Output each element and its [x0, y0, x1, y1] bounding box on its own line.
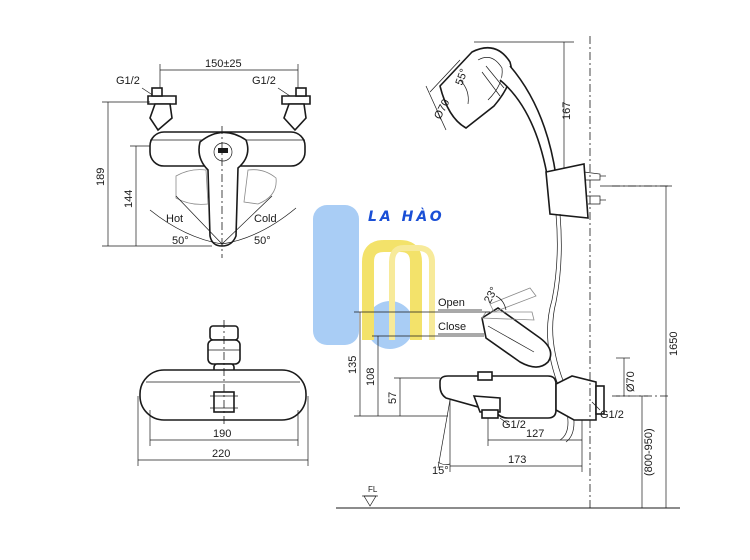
label-cold: Cold — [254, 213, 277, 225]
label-hot: Hot — [166, 213, 183, 225]
logo-blue-bar — [313, 205, 359, 345]
dim-height-body: 144 — [123, 190, 135, 208]
brand-logo: LA HÀO — [313, 205, 445, 349]
dim-install-height: 1650 — [668, 332, 680, 356]
dim-outlet-diameter: Ø70 — [625, 371, 637, 392]
dim-spout-angle: 15° — [432, 465, 449, 477]
shower-head-view: Ø70 55° 167 — [425, 41, 606, 443]
logo-yellow-arch-2 — [389, 245, 435, 340]
dim-depth-127: 127 — [526, 428, 544, 440]
label-open: Open — [438, 297, 465, 309]
label-inlet-right: G1/2 — [252, 75, 276, 87]
dim-angle-right: 50° — [254, 235, 271, 247]
dim-height-135: 135 — [347, 356, 359, 374]
top-view: 190 220 — [137, 320, 309, 466]
dim-height-57: 57 — [387, 392, 399, 404]
label-outlet-thread: G1/2 — [600, 409, 624, 421]
label-inlet-left: G1/2 — [116, 75, 140, 87]
dim-height-total: 189 — [95, 168, 107, 186]
front-view: 150±25 G1/2 G1/2 Hot Cold 50° 50° — [95, 58, 311, 258]
dim-lever-angle: 23° — [482, 285, 500, 305]
dim-width-inner: 190 — [213, 428, 231, 440]
dim-mount-range: (800-950) — [643, 428, 655, 476]
side-view: Open Close 23° 135 108 57 G1/2 127 — [347, 285, 605, 477]
dim-height-108: 108 — [365, 368, 377, 386]
label-floor: FL — [368, 485, 378, 494]
dim-head-angle: 55° — [454, 67, 471, 87]
logo-yellow-arch — [362, 240, 422, 340]
dim-head-height: 167 — [561, 102, 573, 120]
dim-width-outer: 220 — [212, 448, 230, 460]
dim-angle-left: 50° — [172, 235, 189, 247]
dim-depth-173: 173 — [508, 454, 526, 466]
label-spout-thread: G1/2 — [502, 419, 526, 431]
wall-and-installation: 1650 Ø70 G1/2 (800-950) FL — [336, 36, 680, 509]
label-close: Close — [438, 321, 466, 333]
brand-name: LA HÀO — [368, 208, 445, 225]
dim-inlet-spacing: 150±25 — [205, 58, 242, 70]
